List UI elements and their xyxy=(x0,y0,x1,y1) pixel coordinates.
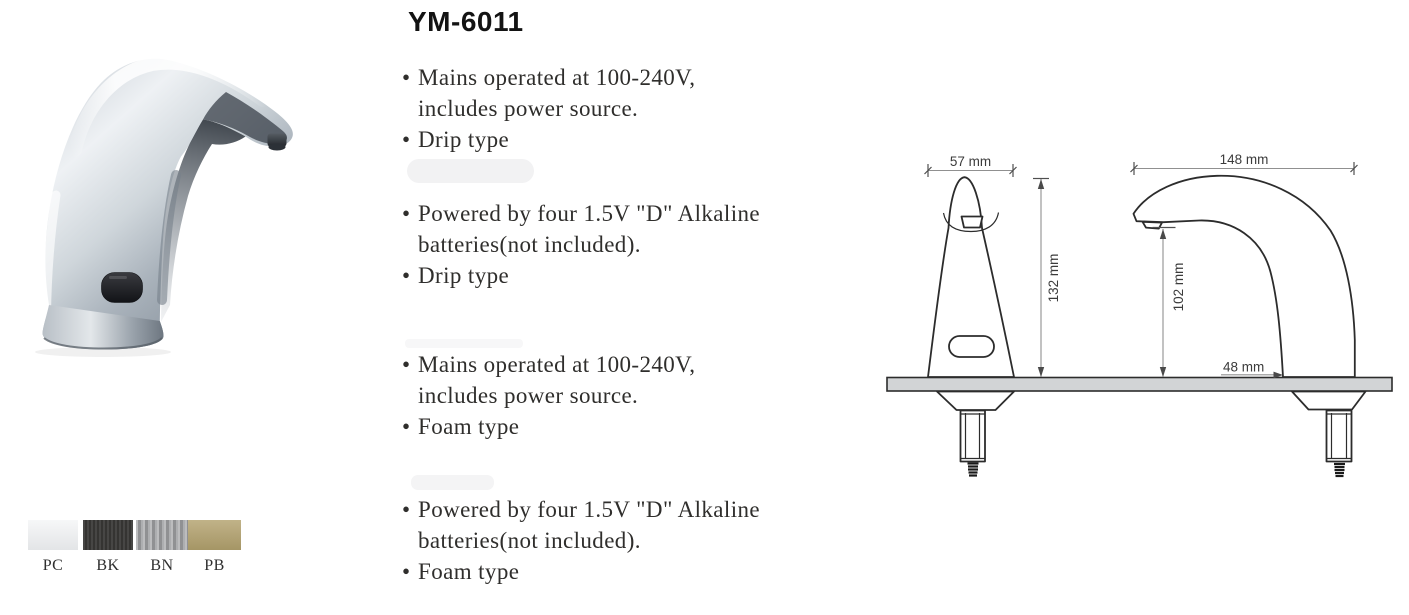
finish-swatch-bk: BK xyxy=(83,520,136,575)
faucet-right-shade xyxy=(157,170,181,305)
bullet-dot: • xyxy=(402,65,411,90)
spec-item: • Powered by four 1.5V "D" Alkaline batt… xyxy=(402,198,784,260)
finish-label: PB xyxy=(204,557,225,574)
faucet-photo-graphic xyxy=(35,55,293,357)
spec-item: • Drip type xyxy=(402,124,784,155)
front-nozzle xyxy=(960,215,984,229)
thread-left xyxy=(967,462,979,477)
front-spout-collar xyxy=(942,212,1000,233)
spec-type: Foam type xyxy=(418,559,520,584)
dim-front-height: 132 mm xyxy=(1033,177,1061,377)
spec-type: Drip type xyxy=(418,127,510,152)
front-sensor-window xyxy=(948,335,995,358)
spec-item: • Mains operated at 100-240V, includes p… xyxy=(402,349,784,411)
spec-item: • Drip type xyxy=(402,260,784,291)
spec-item: • Foam type xyxy=(402,411,784,442)
sensor-glint xyxy=(109,276,127,279)
spec-line: Mains operated at 100-240V, xyxy=(418,352,696,377)
counter-deck xyxy=(886,376,1393,392)
spec-type: Drip type xyxy=(418,263,510,288)
base-width-dim-label: 48 mm xyxy=(1223,360,1264,375)
finish-swatch-bn: BN xyxy=(136,520,188,575)
front-width-dim-label: 57 mm xyxy=(950,154,991,169)
bullet-dot: • xyxy=(402,127,411,152)
spec-group-mains-foam: • Mains operated at 100-240V, includes p… xyxy=(402,349,784,442)
front-view xyxy=(927,176,1015,378)
dim-base-width: 48 mm xyxy=(1221,360,1283,379)
bullet-dot: • xyxy=(402,201,411,226)
spout-nozzle-tip xyxy=(268,143,286,151)
faucet-inner-reflection xyxy=(161,119,246,322)
spout-nozzle xyxy=(267,133,287,147)
sensor-window xyxy=(101,272,143,303)
mount-right xyxy=(1291,390,1367,478)
faucet-left-highlight xyxy=(42,190,61,320)
bullet-dot: • xyxy=(402,497,411,522)
spec-line: includes power source. xyxy=(418,96,639,121)
side-view xyxy=(1132,174,1356,378)
faucet-base-rim xyxy=(43,337,163,350)
faucet-arch-highlight xyxy=(68,55,270,157)
spec-item: • Foam type xyxy=(402,556,784,587)
spec-type: Foam type xyxy=(418,414,520,439)
scan-artifact xyxy=(405,339,523,348)
finish-chip-bn xyxy=(136,520,188,550)
spec-group-battery-foam: • Powered by four 1.5V "D" Alkaline batt… xyxy=(402,494,784,587)
finish-chip-pc xyxy=(28,520,78,550)
scan-artifact xyxy=(411,475,494,490)
spec-line: Mains operated at 100-240V, xyxy=(418,65,696,90)
front-height-dim-label: 132 mm xyxy=(1046,254,1061,303)
dim-spout-height: 102 mm xyxy=(1152,226,1186,377)
finish-chip-pb xyxy=(188,520,241,550)
side-width-dim-label: 148 mm xyxy=(1220,152,1269,167)
scan-artifact xyxy=(407,159,534,183)
finish-label: PC xyxy=(42,557,64,574)
spout-height-dim-label: 102 mm xyxy=(1171,263,1186,312)
spec-line: includes power source. xyxy=(418,383,639,408)
product-photo xyxy=(20,40,320,360)
spec-line: batteries(not included). xyxy=(418,232,641,257)
bullet-dot: • xyxy=(402,559,411,584)
thread-right xyxy=(1334,462,1345,478)
model-number: YM-6011 xyxy=(408,6,524,37)
photo-shadow xyxy=(35,347,171,357)
dimension-drawing-graphic: 57 mm 132 mm 148 mm xyxy=(886,152,1393,478)
dimension-drawing: 57 mm 132 mm 148 mm xyxy=(873,138,1407,486)
finish-label: BN xyxy=(150,557,174,574)
dim-front-width: 57 mm xyxy=(924,154,1017,177)
dim-side-width: 148 mm xyxy=(1130,152,1358,175)
mount-left xyxy=(936,390,1015,477)
spec-item: • Powered by four 1.5V "D" Alkaline batt… xyxy=(402,494,784,556)
spec-group-battery-drip: • Powered by four 1.5V "D" Alkaline batt… xyxy=(402,198,784,291)
spec-line: Powered by four 1.5V "D" Alkaline xyxy=(418,201,761,226)
faucet-spout-shade xyxy=(203,92,288,144)
bullet-dot: • xyxy=(402,263,411,288)
finish-label: BK xyxy=(96,557,120,574)
spec-item: • Mains operated at 100-240V, includes p… xyxy=(402,62,784,124)
spec-line: batteries(not included). xyxy=(418,528,641,553)
spec-line: Powered by four 1.5V "D" Alkaline xyxy=(418,497,761,522)
finish-swatch-pb: PB xyxy=(188,520,241,575)
faucet-base-skirt xyxy=(42,305,164,350)
finish-chip-bk xyxy=(83,520,133,550)
bullet-dot: • xyxy=(402,414,411,439)
finish-swatches: PC BK BN PB xyxy=(28,520,241,575)
finish-swatch-pc: PC xyxy=(28,520,83,575)
spec-group-mains-drip: • Mains operated at 100-240V, includes p… xyxy=(402,62,784,155)
bullet-dot: • xyxy=(402,352,411,377)
